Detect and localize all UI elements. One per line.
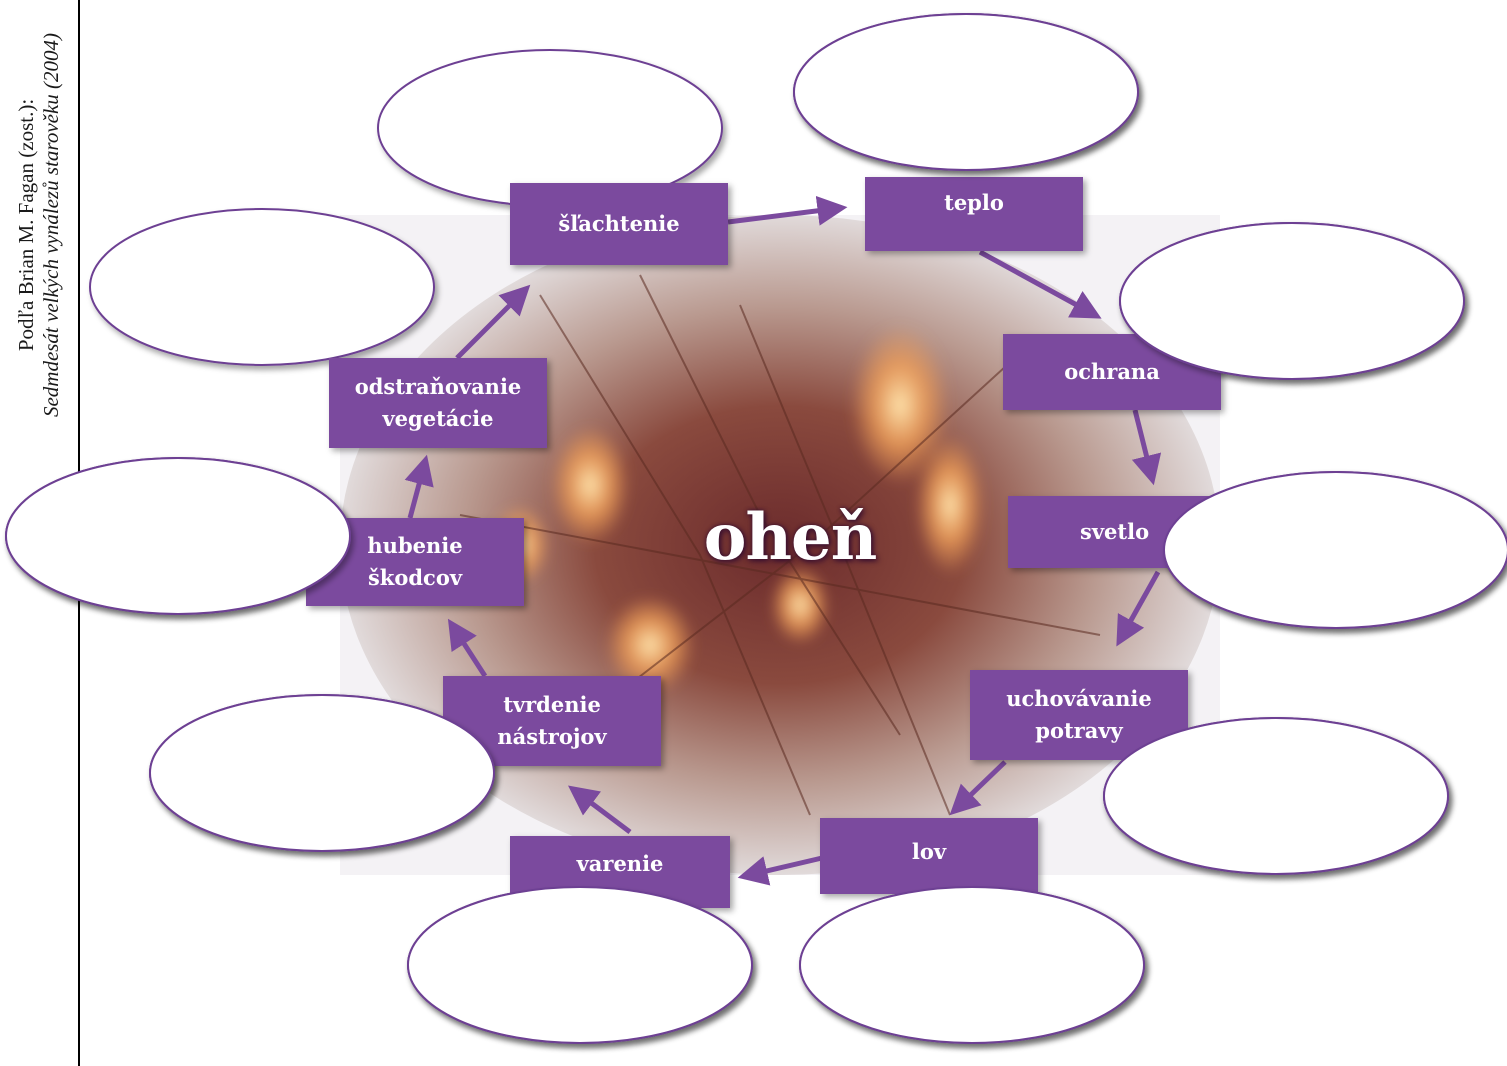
label-uchovavanie: uchovávanie potravy bbox=[970, 670, 1188, 760]
arrow-varenie-tvrdenie bbox=[568, 785, 632, 834]
label-varenie: varenie bbox=[510, 836, 730, 908]
answer-ellipse-10[interactable] bbox=[5, 457, 351, 615]
arrow-teplo-ochrana bbox=[978, 249, 1102, 319]
label-hubenie: hubenie škodcov bbox=[306, 518, 524, 606]
arrow-ochrana-svetlo bbox=[1131, 409, 1162, 486]
arrow-lov-varenie bbox=[737, 855, 823, 886]
answer-ellipse-7[interactable] bbox=[799, 886, 1145, 1044]
label-tvrdenie: tvrdenie nástrojov bbox=[443, 676, 661, 766]
answer-ellipse-2[interactable] bbox=[793, 13, 1139, 171]
label-lov: lov bbox=[820, 818, 1038, 894]
arrow-svetlo-uchovavanie bbox=[1116, 570, 1161, 647]
label-odstranovanie: odstraňovanie vegetácie bbox=[329, 358, 547, 448]
answer-ellipse-8[interactable] bbox=[407, 886, 753, 1044]
arrow-odstranovanie-slachtenie bbox=[455, 284, 531, 360]
arrow-uchovavanie-lov bbox=[949, 760, 1007, 816]
answer-ellipse-3[interactable] bbox=[89, 208, 435, 366]
label-ochrana: ochrana bbox=[1003, 334, 1221, 410]
label-svetlo: svetlo bbox=[1008, 496, 1223, 568]
label-slachtenie: šľachtenie bbox=[510, 183, 728, 265]
arrow-tvrdenie-hubenie bbox=[447, 618, 488, 678]
arrow-hubenie-odstranovanie bbox=[404, 454, 434, 519]
arrow-slachtenie-teplo bbox=[727, 195, 848, 226]
center-title: oheň bbox=[703, 500, 877, 575]
label-teplo: teplo bbox=[865, 177, 1083, 251]
